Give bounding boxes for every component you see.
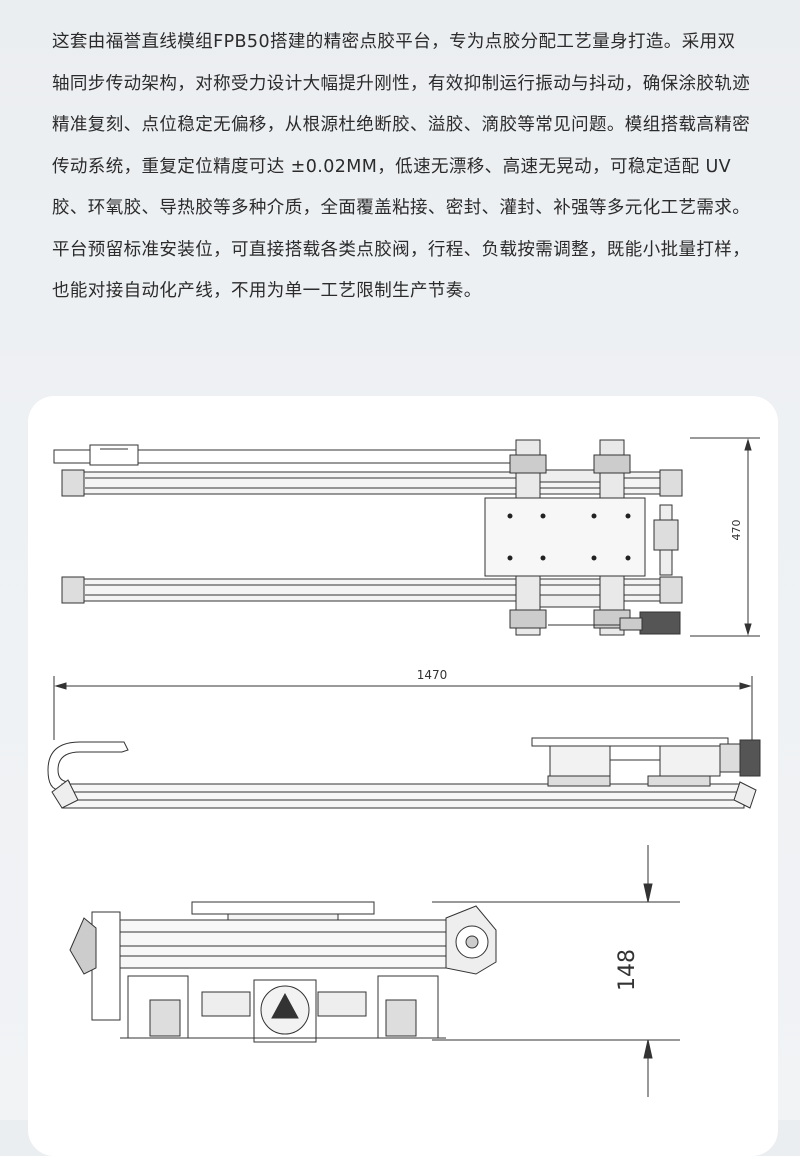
- description-text: 这套由福誉直线模组FPB50搭建的精密点胶平台，专为点胶分配工艺量身打造。采用双…: [52, 22, 752, 313]
- description-paragraph-2: 平台预留标准安装位，可直接搭载各类点胶阀，行程、负载按需调整，既能小批量打样，也…: [52, 239, 751, 302]
- side-view-drawing: [47, 676, 761, 809]
- dimension-label-1470: 1470: [417, 668, 448, 682]
- dimension-label-470: 470: [730, 520, 743, 541]
- dimension-label-148: 148: [615, 949, 640, 991]
- description-paragraph-1: 这套由福誉直线模组FPB50搭建的精密点胶平台，专为点胶分配工艺量身打造。采用双…: [52, 32, 751, 218]
- top-view-drawing: [53, 437, 760, 637]
- technical-drawings: 470 1470 148: [47, 437, 761, 1097]
- end-view-drawing: [69, 845, 680, 1097]
